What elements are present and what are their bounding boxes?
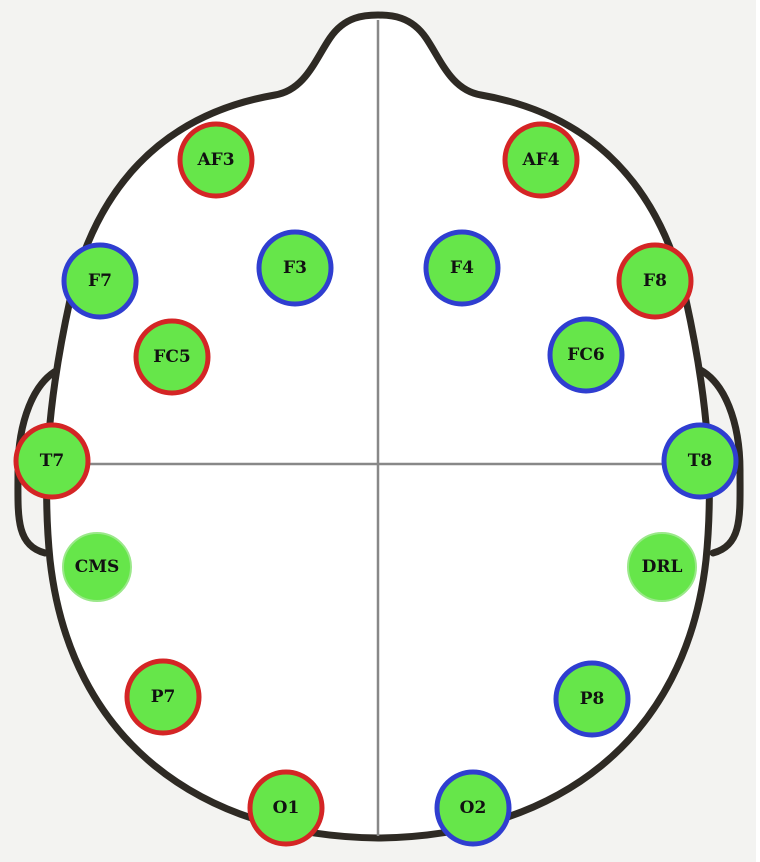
electrode-af3: AF3	[177, 121, 255, 199]
electrode-o2: O2	[434, 769, 512, 847]
electrode-cms-marker	[62, 532, 132, 602]
electrode-fc5-marker	[133, 318, 211, 396]
electrode-fc6-marker	[547, 316, 625, 394]
electrode-t7-marker	[13, 422, 91, 500]
electrode-o2-marker	[434, 769, 512, 847]
electrode-o1: O1	[247, 769, 325, 847]
electrode-t7-label: T7	[40, 451, 64, 471]
electrode-af4-label: AF4	[521, 150, 559, 170]
right-ear	[684, 361, 744, 557]
electrode-f8-label: F8	[643, 271, 667, 291]
electrode-f8-marker	[616, 242, 694, 320]
electrode-o1-label: O1	[273, 798, 300, 818]
electrode-af4: AF4	[502, 121, 580, 199]
electrode-f3: F3	[256, 229, 334, 307]
electrode-t8: T8	[661, 422, 739, 500]
electrode-p7-label: P7	[151, 687, 176, 707]
electrode-fc5-label: FC5	[153, 347, 190, 367]
electrode-p8-label: P8	[580, 689, 605, 709]
electrode-f4-label: F4	[450, 258, 474, 278]
electrode-f8: F8	[616, 242, 694, 320]
electrode-p8-marker	[553, 660, 631, 738]
electrode-drl: DRL	[627, 532, 697, 602]
electrode-fc6: FC6	[547, 316, 625, 394]
electrode-fc5: FC5	[133, 318, 211, 396]
electrode-f3-marker	[256, 229, 334, 307]
electrode-f7-marker	[61, 242, 139, 320]
electrode-fc6-label: FC6	[567, 345, 604, 365]
electrode-cms-label: CMS	[75, 557, 120, 577]
electrode-p8: P8	[553, 660, 631, 738]
electrode-p7: P7	[124, 658, 202, 736]
electrode-o2-label: O2	[460, 798, 487, 818]
electrode-t8-marker	[661, 422, 739, 500]
electrode-af3-marker	[177, 121, 255, 199]
electrode-drl-marker	[627, 532, 697, 602]
electrode-o1-marker	[247, 769, 325, 847]
electrode-cms: CMS	[62, 532, 132, 602]
electrode-t8-label: T8	[688, 451, 712, 471]
electrode-f7: F7	[61, 242, 139, 320]
electrode-drl-label: DRL	[642, 557, 683, 577]
electrode-af3-label: AF3	[196, 150, 234, 170]
electrode-af4-marker	[502, 121, 580, 199]
electrode-f4-marker	[423, 229, 501, 307]
electrode-t7: T7	[13, 422, 91, 500]
electrode-f7-label: F7	[88, 271, 112, 291]
electrode-f4: F4	[423, 229, 501, 307]
electrode-f3-label: F3	[283, 258, 307, 278]
electrode-p7-marker	[124, 658, 202, 736]
